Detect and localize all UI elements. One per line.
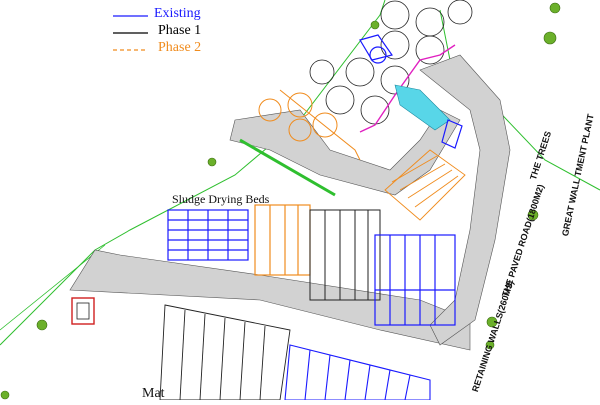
main-road <box>69 249 471 351</box>
existing-units-north <box>359 34 463 149</box>
legend-phase1-label: Phase 1 <box>158 23 202 38</box>
legend-phase2-label: Phase 2 <box>158 40 202 55</box>
existing-block-east <box>374 234 456 326</box>
site-boundary-outer <box>0 244 106 331</box>
guard-house <box>71 297 95 325</box>
phase2-units-north <box>258 89 361 161</box>
sludge-drying-beds <box>167 209 249 261</box>
phase1-block <box>309 209 381 301</box>
phase1-beds-south <box>159 304 291 401</box>
existing-beds-south <box>284 344 431 401</box>
phase2-block-centre <box>254 204 311 276</box>
legend-existing-label: Existing <box>154 6 201 21</box>
magenta-border <box>359 44 456 133</box>
east-road <box>419 54 511 346</box>
sludge-drying-beds-label: Sludge Drying Beds <box>172 192 270 206</box>
green-strip <box>239 138 336 197</box>
north-road <box>229 109 461 196</box>
phase2-grid-east <box>384 149 466 221</box>
trees <box>0 2 561 400</box>
cyan-channel <box>394 84 451 131</box>
bottom-partial-label: Mat <box>142 386 165 401</box>
